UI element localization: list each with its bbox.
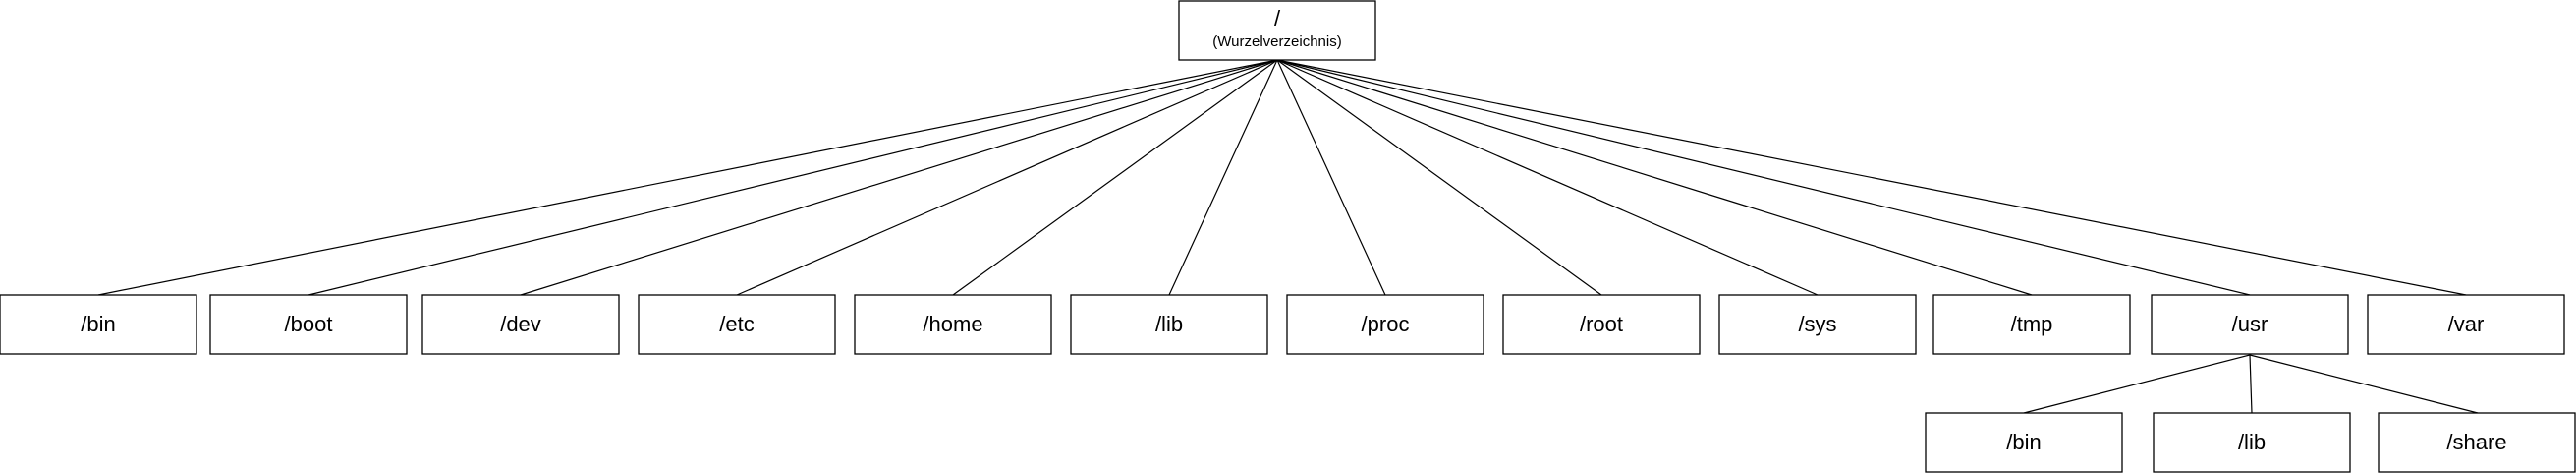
edge-root-var	[1276, 59, 2467, 296]
edge-root-proc	[1276, 59, 1386, 296]
edge-root-home	[952, 59, 1278, 296]
edge-root-usr	[1276, 59, 2251, 296]
node-etc-label: /etc	[719, 312, 754, 336]
node-bin-label: /bin	[81, 312, 115, 336]
node-sys-label: /sys	[1798, 312, 1836, 336]
edge-root-bin	[97, 59, 1278, 296]
edge-root-root	[1276, 59, 1602, 296]
edge-root-lib	[1168, 59, 1278, 296]
node-dev: /dev	[421, 294, 620, 355]
node-lib-label: /lib	[1155, 312, 1183, 336]
node-usr-share-label: /share	[2446, 430, 2506, 454]
node-bin: /bin	[0, 294, 197, 355]
node-root: /root	[1502, 294, 1701, 355]
node-usr-bin-label: /bin	[2006, 430, 2041, 454]
node-proc-label: /proc	[1362, 312, 1410, 336]
usr-edges	[2023, 354, 2479, 414]
usr-child-nodes: /bin /lib /share	[1925, 412, 2576, 473]
node-root-label: /root	[1580, 312, 1623, 336]
edge-usr-lib	[2249, 354, 2253, 414]
edge-root-sys	[1276, 59, 1819, 296]
edge-root-dev	[520, 59, 1278, 296]
node-dev-label: /dev	[500, 312, 541, 336]
root-node-sublabel: (Wurzelverzeichnis)	[1212, 33, 1341, 50]
edge-root-tmp	[1276, 59, 2033, 296]
node-usr-label: /usr	[2232, 312, 2268, 336]
node-usr: /usr	[2151, 294, 2349, 355]
node-boot: /boot	[209, 294, 408, 355]
node-usr-bin: /bin	[1925, 412, 2123, 473]
root-node-box	[1178, 0, 1376, 61]
node-etc: /etc	[638, 294, 836, 355]
root-node-label: /	[1274, 6, 1281, 30]
node-var-label: /var	[2448, 312, 2485, 336]
edge-root-etc	[736, 59, 1278, 296]
level1-nodes: /bin /boot /dev /etc /home /lib /proc /	[0, 294, 2565, 355]
node-home-label: /home	[923, 312, 982, 336]
node-boot-label: /boot	[285, 312, 333, 336]
node-var: /var	[2367, 294, 2565, 355]
node-home: /home	[854, 294, 1052, 355]
node-tmp-label: /tmp	[2011, 312, 2053, 336]
edge-root-boot	[308, 59, 1278, 296]
node-tmp: /tmp	[1932, 294, 2131, 355]
node-sys: /sys	[1718, 294, 1917, 355]
node-lib: /lib	[1070, 294, 1268, 355]
edge-usr-bin	[2023, 354, 2251, 414]
root-edges	[97, 59, 2467, 296]
edge-usr-share	[2249, 354, 2479, 414]
root-node: / (Wurzelverzeichnis)	[1178, 0, 1376, 61]
node-usr-lib: /lib	[2153, 412, 2351, 473]
node-proc: /proc	[1286, 294, 1484, 355]
node-usr-share: /share	[2378, 412, 2576, 473]
node-usr-lib-label: /lib	[2238, 430, 2266, 454]
